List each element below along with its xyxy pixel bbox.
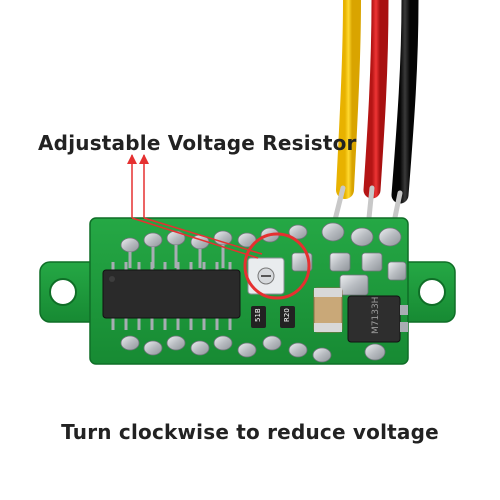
pointer-arrowhead-right	[139, 154, 149, 164]
bottom-label: Turn clockwise to reduce voltage	[61, 420, 439, 444]
resistor-code-2: R20	[283, 308, 291, 322]
display-pins-bottom	[120, 335, 386, 363]
pointer-diagonal-2	[143, 217, 263, 255]
annotation-overlay	[127, 154, 311, 300]
wires	[330, 0, 419, 235]
smd-components	[247, 222, 408, 343]
ic-chip	[102, 262, 241, 330]
resistor-code-1: 51B	[254, 308, 262, 322]
chip-code: M7133H	[371, 297, 381, 334]
top-label: Adjustable Voltage Resistor	[38, 131, 357, 155]
highlight-circle	[243, 232, 311, 300]
black-wire	[391, 0, 419, 204]
pointer-arrowhead-left	[127, 154, 137, 164]
red-wire	[363, 0, 389, 199]
pointer-diagonal-1	[131, 217, 259, 259]
yellow-wire	[336, 0, 361, 199]
